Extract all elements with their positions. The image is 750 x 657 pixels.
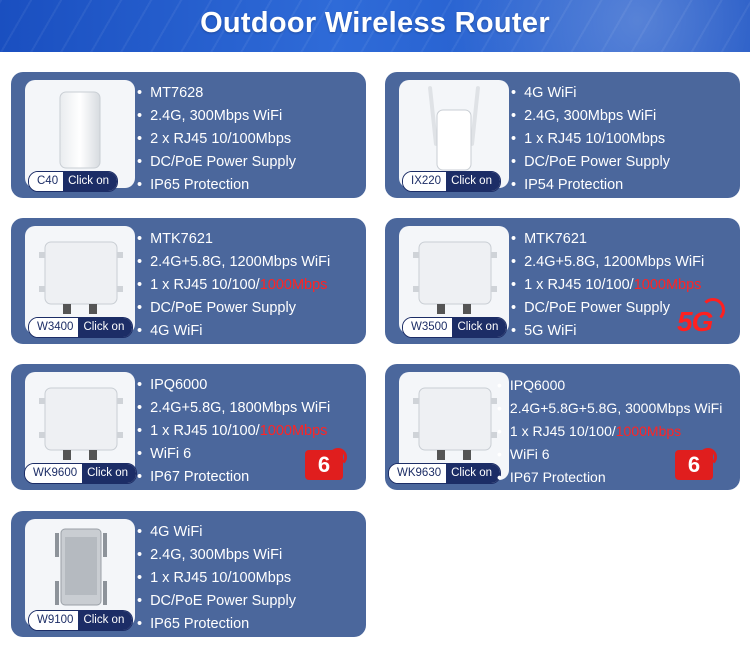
router-w3400-image bbox=[39, 241, 123, 314]
gigabit-highlight: 1000Mbps bbox=[259, 423, 328, 439]
spec-list: 4G WiFi 2.4G, 300Mbps WiFi 1 x RJ45 10/1… bbox=[511, 82, 670, 197]
product-card-w9100: W9100 Click on 4G WiFi 2.4G, 300Mbps WiF… bbox=[11, 511, 366, 637]
click-on-button-wk9630[interactable]: WK9630 Click on bbox=[388, 463, 502, 484]
spec-item: 1 x RJ45 10/100/1000Mbps bbox=[511, 274, 704, 297]
spec-item: 2.4G+5.8G, 1200Mbps WiFi bbox=[511, 251, 704, 274]
spec-item: DC/PoE Power Supply bbox=[137, 590, 296, 613]
spec-item: WiFi 6 bbox=[137, 443, 330, 466]
model-label: IX220 bbox=[403, 172, 447, 191]
click-on-label: Click on bbox=[82, 464, 137, 483]
spec-list: IPQ6000 2.4G+5.8G, 1800Mbps WiFi 1 x RJ4… bbox=[137, 374, 330, 489]
product-card-w3500: W3500 Click on MTK7621 2.4G+5.8G, 1200Mb… bbox=[385, 218, 740, 344]
page-title: Outdoor Wireless Router bbox=[200, 7, 550, 39]
gigabit-highlight: 1000Mbps bbox=[615, 423, 682, 439]
wifi6-badge-icon: 6 bbox=[675, 448, 717, 480]
wifi6-badge-icon: 6 bbox=[305, 448, 347, 480]
header-banner: Outdoor Wireless Router bbox=[0, 0, 750, 52]
spec-item: DC/PoE Power Supply bbox=[511, 297, 704, 320]
product-photo-wk9600 bbox=[25, 372, 135, 480]
router-ix220-image bbox=[428, 86, 480, 171]
spec-item: 1 x RJ45 10/100/1000Mbps bbox=[137, 274, 330, 297]
gigabit-highlight: 1000Mbps bbox=[259, 277, 328, 293]
product-card-ix220: IX220 Click on 4G WiFi 2.4G, 300Mbps WiF… bbox=[385, 72, 740, 198]
product-photo-w3400 bbox=[25, 226, 135, 334]
spec-item: 2.4G, 300Mbps WiFi bbox=[137, 544, 296, 567]
spec-item: IPQ6000 bbox=[137, 374, 330, 397]
spec-item: IP65 Protection bbox=[137, 613, 296, 636]
spec-item: IP65 Protection bbox=[137, 174, 296, 197]
model-label: WK9630 bbox=[389, 464, 447, 483]
spec-list: MTK7621 2.4G+5.8G, 1200Mbps WiFi 1 x RJ4… bbox=[511, 228, 704, 343]
spec-item: MTK7621 bbox=[137, 228, 330, 251]
click-on-button-w3500[interactable]: W3500 Click on bbox=[402, 317, 508, 338]
product-card-wk9630: WK9630 Click on IPQ6000 2.4G+5.8G+5.8G, … bbox=[385, 364, 740, 490]
router-w3500-image bbox=[413, 241, 497, 314]
router-wk9630-image bbox=[413, 387, 497, 460]
spec-item: 2.4G, 300Mbps WiFi bbox=[137, 105, 296, 128]
spec-item: 4G WiFi bbox=[137, 521, 296, 544]
spec-item: 1 x RJ45 10/100Mbps bbox=[137, 567, 296, 590]
spec-item: DC/PoE Power Supply bbox=[511, 151, 670, 174]
spec-list: MTK7621 2.4G+5.8G, 1200Mbps WiFi 1 x RJ4… bbox=[137, 228, 330, 343]
spec-list: 4G WiFi 2.4G, 300Mbps WiFi 1 x RJ45 10/1… bbox=[137, 521, 296, 636]
product-photo-ix220 bbox=[399, 80, 509, 188]
click-on-button-w9100[interactable]: W9100 Click on bbox=[28, 610, 134, 631]
click-on-label: Click on bbox=[78, 318, 133, 337]
spec-item: IP54 Protection bbox=[511, 174, 670, 197]
click-on-button-ix220[interactable]: IX220 Click on bbox=[402, 171, 501, 192]
spec-list: MT7628 2.4G, 300Mbps WiFi 2 x RJ45 10/10… bbox=[137, 82, 296, 197]
spec-list: IPQ6000 2.4G+5.8G+5.8G, 3000Mbps WiFi 1 … bbox=[497, 374, 722, 489]
gigabit-highlight: 1000Mbps bbox=[633, 277, 702, 293]
model-label: W3400 bbox=[29, 318, 79, 337]
spec-item: 4G WiFi bbox=[511, 82, 670, 105]
product-card-wk9600: WK9600 Click on IPQ6000 2.4G+5.8G, 1800M… bbox=[11, 364, 366, 490]
spec-item: 2 x RJ45 10/100Mbps bbox=[137, 128, 296, 151]
spec-item: 1 x RJ45 10/100Mbps bbox=[511, 128, 670, 151]
spec-item: DC/PoE Power Supply bbox=[137, 151, 296, 174]
spec-item: 2.4G+5.8G, 1200Mbps WiFi bbox=[137, 251, 330, 274]
spec-item: 4G WiFi bbox=[137, 320, 330, 343]
wifi-signal-icon bbox=[701, 298, 725, 322]
click-on-label: Click on bbox=[452, 318, 507, 337]
spec-item: 2.4G+5.8G+5.8G, 3000Mbps WiFi bbox=[497, 397, 722, 420]
spec-item: MT7628 bbox=[137, 82, 296, 105]
spec-item: 2.4G+5.8G, 1800Mbps WiFi bbox=[137, 397, 330, 420]
model-label: W9100 bbox=[29, 611, 79, 630]
product-card-w3400: W3400 Click on MTK7621 2.4G+5.8G, 1200Mb… bbox=[11, 218, 366, 344]
spec-item: MTK7621 bbox=[511, 228, 704, 251]
model-label: WK9600 bbox=[25, 464, 83, 483]
router-c40-image bbox=[59, 91, 101, 169]
click-on-label: Click on bbox=[446, 464, 501, 483]
spec-item: WiFi 6 bbox=[497, 443, 722, 466]
click-on-label: Click on bbox=[446, 172, 500, 191]
router-w9100-image bbox=[55, 528, 107, 606]
click-on-button-c40[interactable]: C40 Click on bbox=[28, 171, 119, 192]
spec-item: 1 x RJ45 10/100/1000Mbps bbox=[137, 420, 330, 443]
spec-item: 5G WiFi bbox=[511, 320, 704, 343]
spec-text: 1 x RJ45 10/100/ bbox=[524, 277, 634, 293]
spec-item: 1 x RJ45 10/100/1000Mbps bbox=[497, 420, 722, 443]
product-photo-c40 bbox=[25, 80, 135, 188]
spec-item: IP67 Protection bbox=[137, 466, 330, 489]
spec-text: 1 x RJ45 10/100/ bbox=[150, 423, 260, 439]
spec-text: 1 x RJ45 10/100/ bbox=[150, 277, 260, 293]
product-photo-w9100 bbox=[25, 519, 135, 627]
product-photo-w3500 bbox=[399, 226, 509, 334]
5g-badge-icon: 5G bbox=[677, 306, 713, 337]
click-on-button-w3400[interactable]: W3400 Click on bbox=[28, 317, 134, 338]
model-label: C40 bbox=[29, 172, 64, 191]
spec-item: IP67 Protection bbox=[497, 466, 722, 489]
spec-item: DC/PoE Power Supply bbox=[137, 297, 330, 320]
router-wk9600-image bbox=[39, 387, 123, 460]
spec-item: 2.4G, 300Mbps WiFi bbox=[511, 105, 670, 128]
model-label: W3500 bbox=[403, 318, 453, 337]
spec-item: IPQ6000 bbox=[497, 374, 722, 397]
click-on-label: Click on bbox=[78, 611, 133, 630]
click-on-label: Click on bbox=[63, 172, 118, 191]
spec-text: 1 x RJ45 10/100/ bbox=[509, 423, 616, 439]
product-photo-wk9630 bbox=[399, 372, 509, 480]
click-on-button-wk9600[interactable]: WK9600 Click on bbox=[24, 463, 138, 484]
product-card-c40: C40 Click on MT7628 2.4G, 300Mbps WiFi 2… bbox=[11, 72, 366, 198]
